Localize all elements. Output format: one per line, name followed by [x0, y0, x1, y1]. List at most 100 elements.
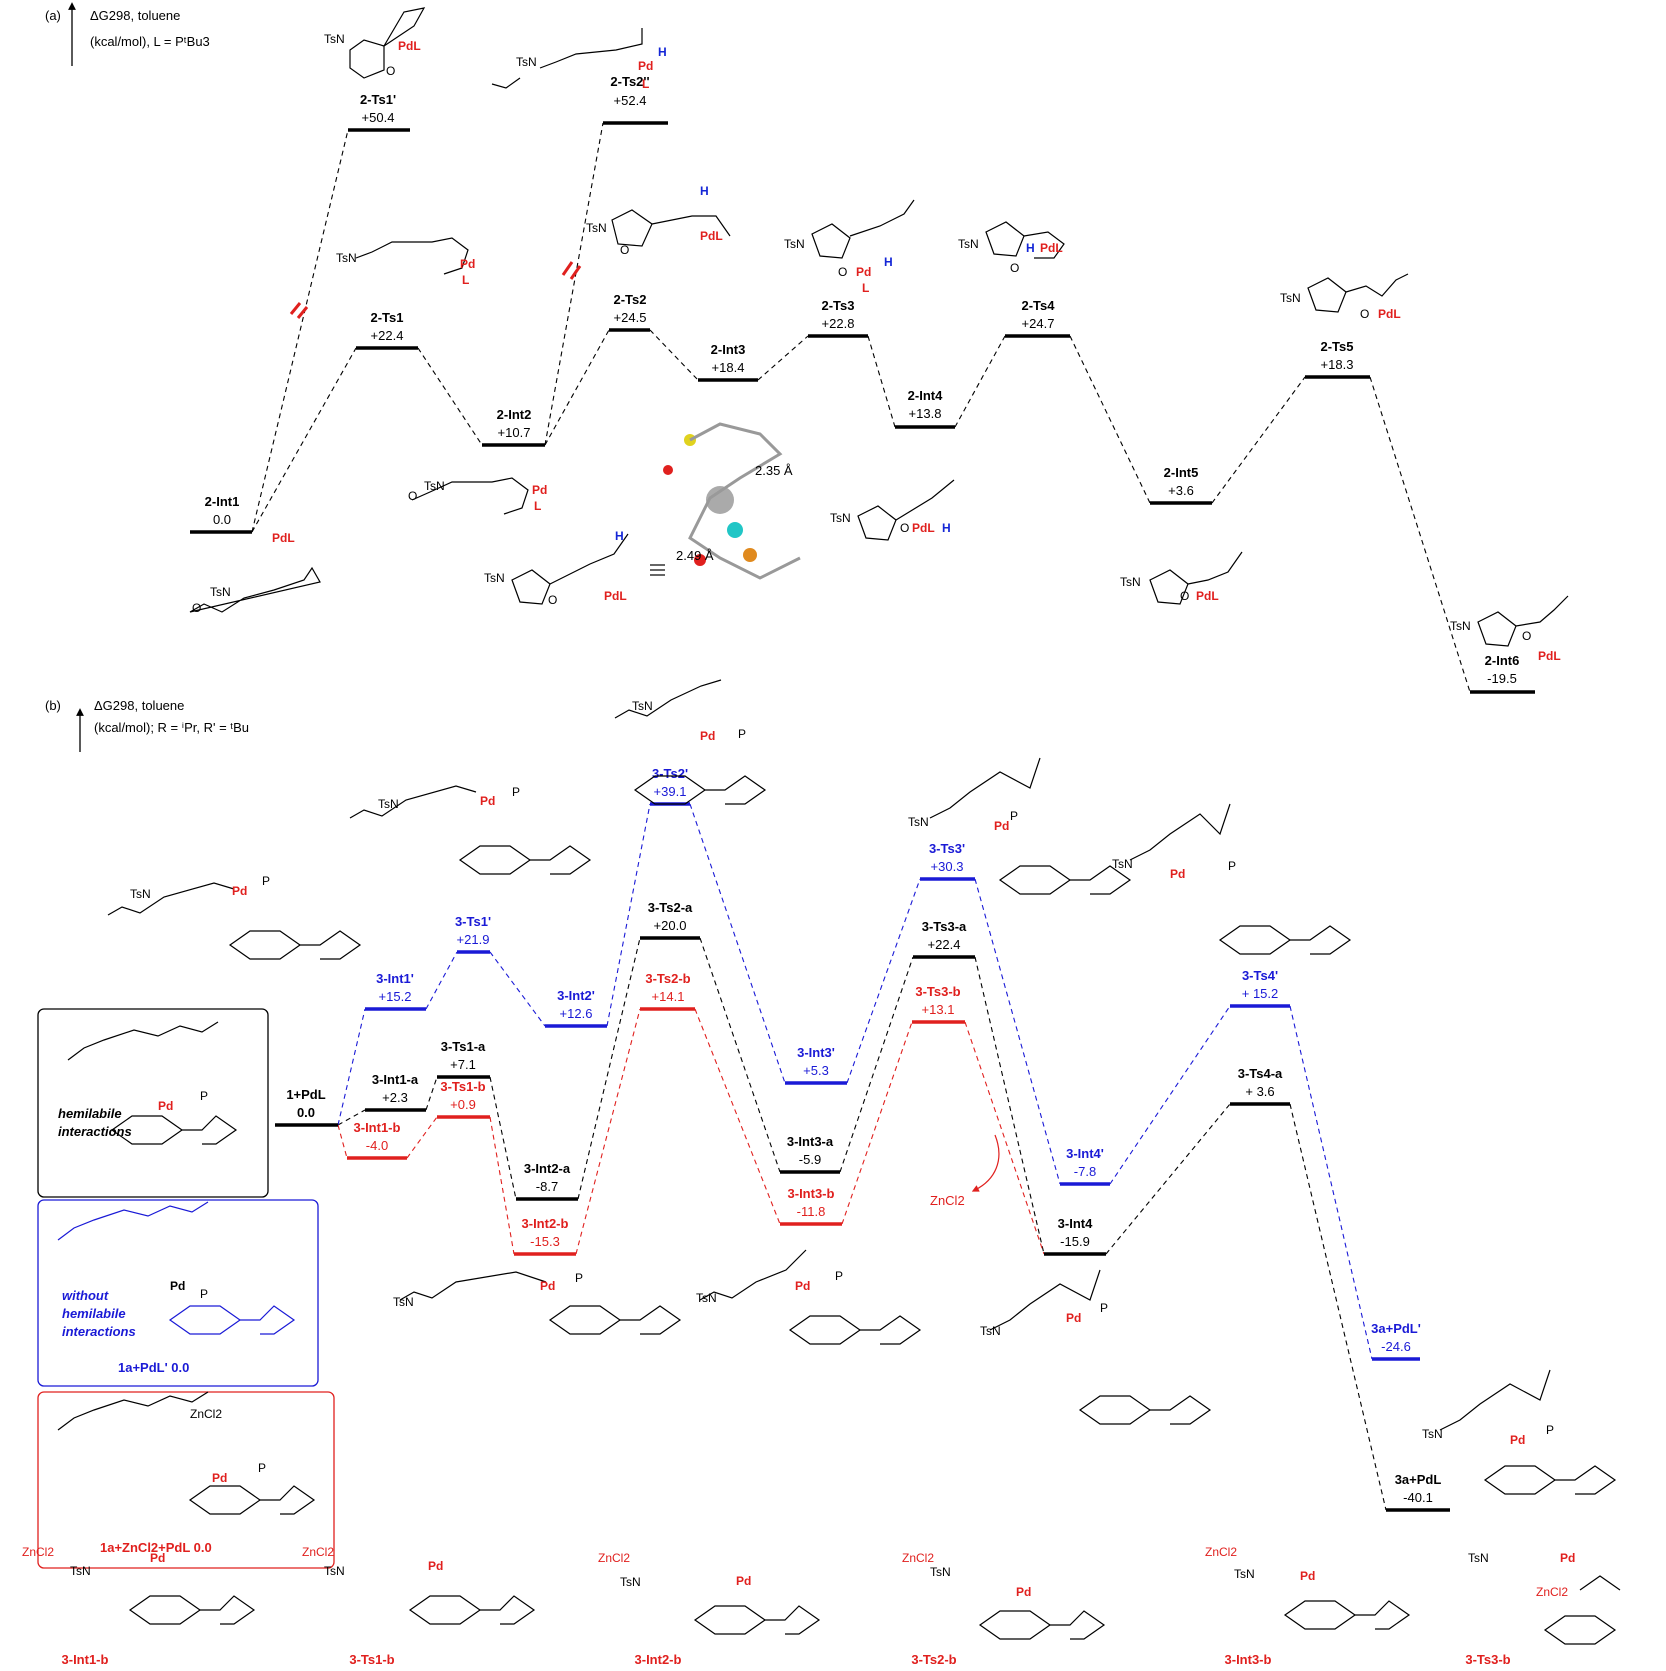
panel-b-structures — [107, 679, 1617, 1495]
zncl2-label: ZnCl2 — [930, 1193, 965, 1208]
legend-black-p: P — [200, 1089, 208, 1103]
svg-text:Pd: Pd — [1300, 1569, 1315, 1583]
svg-text:ZnCl2: ZnCl2 — [1205, 1545, 1237, 1559]
svg-text:ZnCl2: ZnCl2 — [302, 1545, 334, 1559]
legend-black-caption-2: interactions — [58, 1124, 132, 1139]
legend-blue-p: P — [200, 1287, 208, 1301]
b-red-val-2: -15.3 — [530, 1234, 560, 1249]
svg-text:PdL: PdL — [1040, 241, 1063, 255]
svg-text:PdL: PdL — [272, 531, 295, 545]
svg-text:P: P — [575, 1271, 583, 1285]
svg-text:TsN: TsN — [1422, 1427, 1443, 1441]
svg-text:TsN: TsN — [1112, 857, 1133, 871]
panel-b-blue-connectors — [337, 803, 1373, 1360]
b-red-name-5: 3-Ts3-b — [915, 984, 960, 999]
svg-text:H: H — [942, 521, 951, 535]
bottom-label-1: 3-Ts1-b — [349, 1652, 394, 1667]
svg-text:O: O — [1360, 307, 1369, 321]
a-name-10: 2-Int5 — [1164, 465, 1199, 480]
b-blue-val-4: +5.3 — [803, 1063, 829, 1078]
legend-black-structure — [67, 1021, 238, 1145]
svg-text:TsN: TsN — [696, 1291, 717, 1305]
svg-text:O: O — [386, 64, 395, 78]
svg-text:Pd: Pd — [532, 483, 547, 497]
legend-red-zncl2: ZnCl2 — [190, 1407, 222, 1421]
b-black-val-1: +7.1 — [450, 1057, 476, 1072]
svg-text:Pd: Pd — [428, 1559, 443, 1573]
svg-text:TsN: TsN — [130, 887, 151, 901]
svg-text:L: L — [642, 77, 649, 91]
svg-text:ZnCl2: ZnCl2 — [1536, 1585, 1568, 1599]
svg-text:H: H — [615, 529, 624, 543]
b-start-name: 1+PdL — [286, 1087, 325, 1102]
b-red-name-4: 3-Int3-b — [788, 1186, 835, 1201]
b-red-name-2: 3-Int2-b — [522, 1216, 569, 1231]
b-black-name-5: 3-Ts3-a — [922, 919, 967, 934]
a-val-12: -19.5 — [1487, 671, 1517, 686]
svg-text:Pd: Pd — [460, 257, 475, 271]
b-blue-val-1: +21.9 — [457, 932, 490, 947]
legend-red-structure — [57, 1391, 316, 1515]
b-blue-val-8: -24.6 — [1381, 1339, 1411, 1354]
b-start-val: 0.0 — [297, 1105, 315, 1120]
b-black-name-3: 3-Ts2-a — [648, 900, 693, 915]
panel-a-axis-label-1: ΔG298, toluene — [90, 8, 180, 23]
a-name-5: 2-Ts2 — [614, 292, 647, 307]
distance-label-2: 2.49 Å — [676, 548, 714, 563]
svg-text:Pd: Pd — [540, 1279, 555, 1293]
a-name-7: 2-Ts3 — [822, 298, 855, 313]
a-name-3: 2-Int2 — [497, 407, 532, 422]
svg-text:TsN: TsN — [930, 1565, 951, 1579]
a-val-2: +22.4 — [371, 328, 404, 343]
svg-text:PdL: PdL — [1196, 589, 1219, 603]
svg-text:Pd: Pd — [150, 1551, 165, 1565]
svg-text:P: P — [512, 785, 520, 799]
bottom-label-3: 3-Ts2-b — [911, 1652, 956, 1667]
svg-text:TsN: TsN — [1280, 291, 1301, 305]
a-name-12: 2-Int6 — [1485, 653, 1520, 668]
svg-text:Pd: Pd — [1016, 1585, 1031, 1599]
svg-text:TsN: TsN — [830, 511, 851, 525]
svg-text:TsN: TsN — [324, 1564, 345, 1578]
bottom-row-labels: 3-Int1-b 3-Ts1-b 3-Int2-b 3-Ts2-b 3-Int3… — [62, 1652, 1511, 1667]
legend-red-pd: Pd — [212, 1471, 227, 1485]
a-val-0: 0.0 — [213, 512, 231, 527]
legend-red-caption: 1a+ZnCl2+PdL 0.0 — [100, 1540, 212, 1555]
svg-text:PdL: PdL — [604, 589, 627, 603]
legend-red-p: P — [258, 1461, 266, 1475]
svg-text:TsN: TsN — [1234, 1567, 1255, 1581]
svg-text:ZnCl2: ZnCl2 — [22, 1545, 54, 1559]
b-black-val-6: -15.9 — [1060, 1234, 1090, 1249]
a-name-2: 2-Ts1 — [371, 310, 404, 325]
b-blue-val-3: +39.1 — [654, 784, 687, 799]
b-black-val-5: +22.4 — [928, 937, 961, 952]
b-blue-name-6: 3-Int4' — [1066, 1146, 1104, 1161]
b-blue-val-7: + 15.2 — [1242, 986, 1279, 1001]
svg-text:O: O — [1522, 629, 1531, 643]
svg-text:TsN: TsN — [484, 571, 505, 585]
svg-text:TsN: TsN — [908, 815, 929, 829]
panel-b-tag: (b) — [45, 698, 61, 713]
svg-text:TsN: TsN — [632, 699, 653, 713]
b-red-val-1: +0.9 — [450, 1097, 476, 1112]
b-blue-name-3: 3-Ts2' — [652, 766, 688, 781]
legend-blue-caption-1: without — [62, 1288, 109, 1303]
bottom-label-4: 3-Int3-b — [1225, 1652, 1272, 1667]
svg-text:P: P — [1100, 1301, 1108, 1315]
legend-black-caption-1: hemilabile — [58, 1106, 122, 1121]
b-black-name-2: 3-Int2-a — [524, 1161, 571, 1176]
a-name-0: 2-Int1 — [205, 494, 240, 509]
panel-b-levels — [275, 802, 1450, 1512]
svg-text:TsN: TsN — [393, 1295, 414, 1309]
b-blue-val-0: +15.2 — [379, 989, 412, 1004]
svg-text:Pd: Pd — [736, 1574, 751, 1588]
b-black-val-4: -5.9 — [799, 1152, 821, 1167]
svg-text:H: H — [700, 184, 709, 198]
svg-text:PdL: PdL — [398, 39, 421, 53]
svg-text:P: P — [1546, 1423, 1554, 1437]
panel-a-axis-label-2: (kcal/mol), L = PᵗBu3 — [90, 34, 210, 49]
a-name-4: 2-Ts2'' — [610, 74, 649, 89]
panel-a-connectors — [251, 122, 1471, 693]
